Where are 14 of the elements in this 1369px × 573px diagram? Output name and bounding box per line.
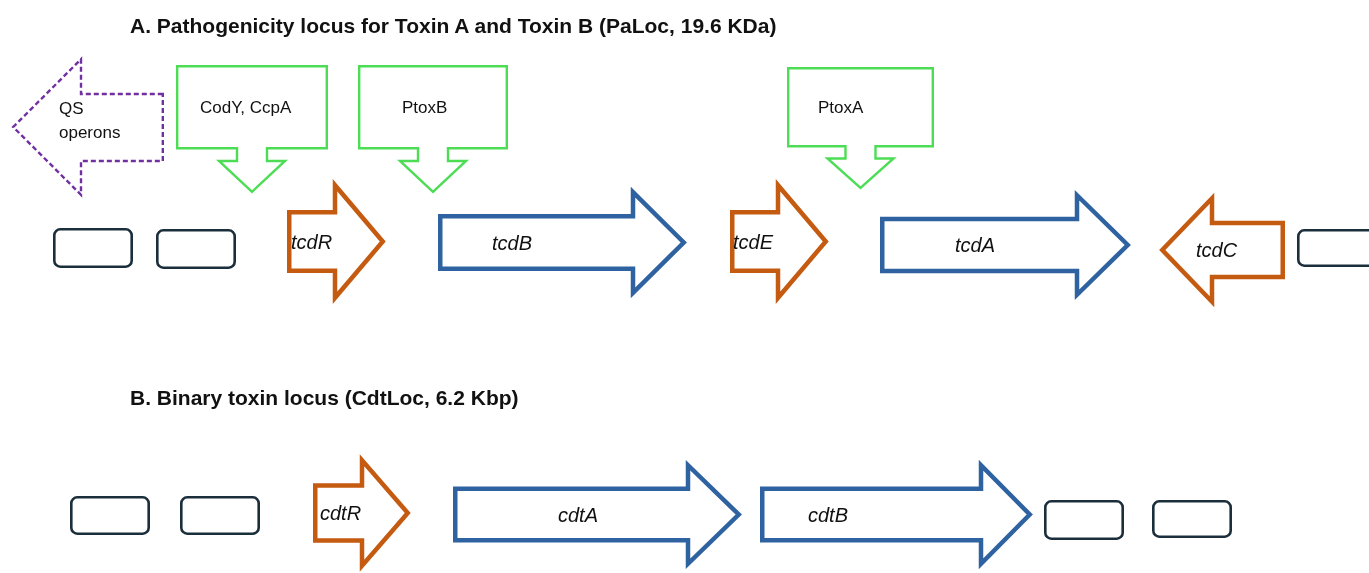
section-heading: B. Binary toxin locus (CdtLoc, 6.2 Kbp): [130, 386, 519, 410]
gene-name: cdtR: [320, 501, 362, 525]
section-heading: A. Pathogenicity locus for Toxin A and Toxin B (PaLoc, 19.6 KDa): [130, 14, 777, 38]
operon-label: QS operons: [59, 98, 122, 144]
gene-name: tcdA: [955, 233, 996, 257]
regulator-label: CodY, CcpA: [200, 98, 292, 118]
gene-name: tcdB: [492, 231, 533, 254]
gene-name: tcdC: [1196, 238, 1238, 262]
gene-name: tcdE: [733, 230, 774, 253]
regulator-label: PtoxA: [818, 98, 864, 118]
gene-name: cdtA: [558, 503, 599, 526]
gene-name: cdtB: [808, 503, 849, 526]
regulator-label: PtoxB: [402, 98, 448, 118]
gene-name: tcdR: [291, 230, 333, 253]
